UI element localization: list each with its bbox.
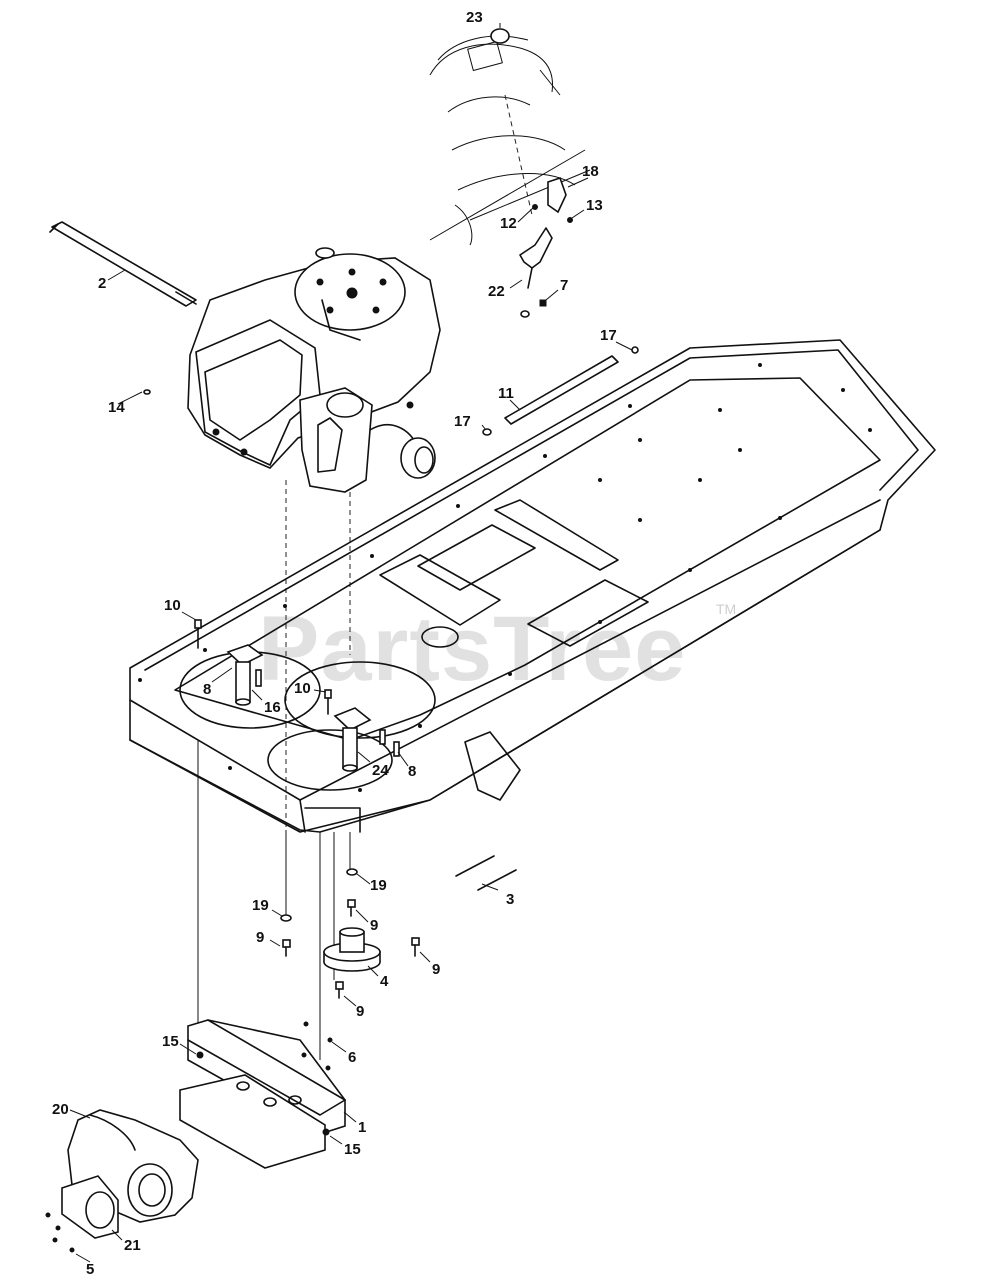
bolt-part-10-left <box>194 619 202 649</box>
bracket-part-1 <box>179 1019 346 1169</box>
engine-assembly <box>187 247 441 493</box>
callout-19-right: 19 <box>370 877 387 894</box>
bolt-part-9-a <box>282 939 291 957</box>
callout-4: 4 <box>380 973 389 990</box>
bolt-part-10-center <box>324 689 332 715</box>
callout-9-c: 9 <box>432 961 440 978</box>
washer-part-14 <box>143 389 151 395</box>
callout-10-center: 10 <box>294 680 311 697</box>
bolt-part-8-right <box>379 729 400 757</box>
callout-9-b: 9 <box>370 917 378 934</box>
callout-5: 5 <box>86 1261 94 1278</box>
callout-7: 7 <box>560 277 568 294</box>
callout-9-d: 9 <box>356 1003 364 1020</box>
washer-part-19-left <box>280 914 292 922</box>
bolt-part-9-c <box>411 937 420 957</box>
callout-12: 12 <box>500 215 517 232</box>
throttle-control-part-18 <box>519 176 573 318</box>
watermark-text: PartsTree <box>258 598 686 700</box>
callout-23: 23 <box>466 9 483 26</box>
callout-8-left: 8 <box>203 681 211 698</box>
callout-14: 14 <box>108 399 125 416</box>
callout-21: 21 <box>124 1237 141 1254</box>
callout-2: 2 <box>98 275 106 292</box>
callout-3: 3 <box>506 891 514 908</box>
rod-part-2 <box>49 221 197 307</box>
pulley-part-4 <box>323 927 381 972</box>
callout-16: 16 <box>264 699 281 716</box>
rod-part-11 <box>482 346 639 436</box>
callout-20: 20 <box>52 1101 69 1118</box>
callout-17-top: 17 <box>600 327 617 344</box>
mount-boss-part-24 <box>333 707 372 772</box>
key-part-3 <box>455 855 517 891</box>
leader-lines <box>69 23 633 1263</box>
callout-9-a: 9 <box>256 929 264 946</box>
washer-part-19-right <box>346 868 358 876</box>
callout-10-left: 10 <box>164 597 181 614</box>
bolt-part-9-d <box>335 981 344 999</box>
watermark-trademark: TM <box>716 601 736 617</box>
callout-19-left: 19 <box>252 897 269 914</box>
callout-11: 11 <box>498 385 514 402</box>
heat-shield-part-21 <box>61 1175 119 1239</box>
callout-15-top: 15 <box>162 1033 179 1050</box>
mount-boss-part-16 <box>226 644 264 706</box>
callout-17-bottom: 17 <box>454 413 471 430</box>
callout-13: 13 <box>586 197 603 214</box>
steering-console <box>429 35 591 246</box>
callout-1: 1 <box>358 1119 366 1136</box>
callout-8-right: 8 <box>408 763 416 780</box>
callout-24: 24 <box>372 762 389 779</box>
callout-18: 18 <box>582 163 599 180</box>
bolt-part-9-b <box>347 899 356 917</box>
callout-6: 6 <box>348 1049 356 1066</box>
callout-22: 22 <box>488 283 505 300</box>
callout-labels: 23 2 14 18 12 13 22 7 17 11 17 10 8 16 1… <box>52 9 617 1278</box>
callout-15-bottom: 15 <box>344 1141 361 1158</box>
knob-part-23 <box>490 28 510 44</box>
bolt-part-8-left <box>255 669 262 687</box>
